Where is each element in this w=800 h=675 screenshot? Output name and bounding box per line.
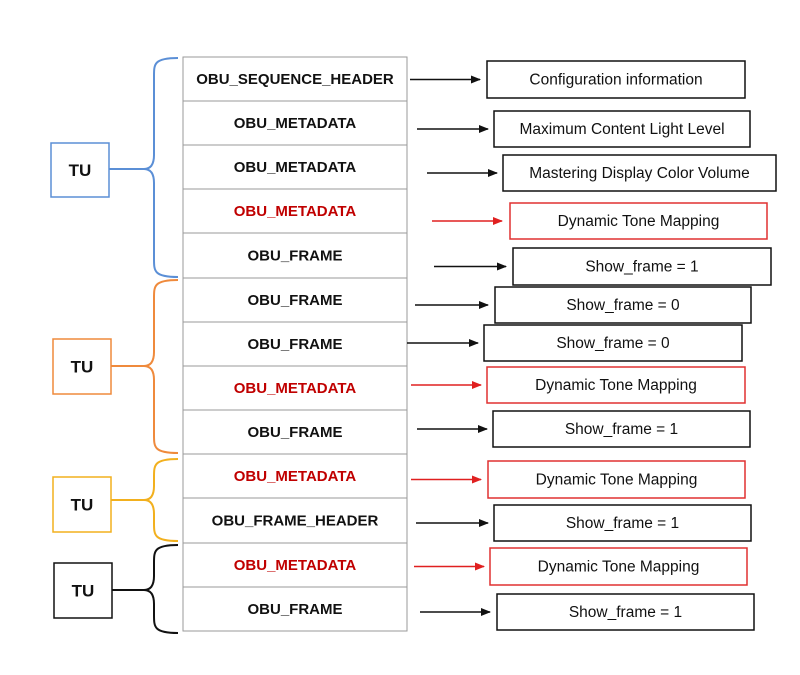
info-box — [486, 60, 746, 99]
tu-label-2: TU — [71, 358, 94, 377]
info-box — [512, 247, 772, 286]
info-box — [487, 460, 746, 499]
tu-bracket-3 — [143, 458, 179, 542]
info-box-label: Configuration information — [529, 72, 702, 89]
obu-row-label: OBU_FRAME — [247, 336, 342, 353]
info-box-label: Maximum Content Light Level — [519, 121, 724, 138]
info-box-label: Show_frame = 0 — [556, 335, 670, 352]
info-box-label: Show_frame = 1 — [569, 604, 682, 621]
info-box-label: Dynamic Tone Mapping — [558, 213, 720, 230]
info-box — [509, 202, 768, 240]
obu-row-label: OBU_METADATA — [234, 380, 357, 397]
obu-row-label: OBU_METADATA — [234, 468, 357, 485]
obu-stack: OBU_SEQUENCE_HEADER OBU_METADATA OBU_METAD… — [182, 56, 408, 632]
info-box-label: Dynamic Tone Mapping — [535, 377, 697, 394]
obu-stack-frame — [182, 56, 408, 632]
tu-bracket-4 — [143, 544, 179, 634]
info-box — [493, 504, 752, 542]
tu-bracket-1 — [143, 57, 179, 278]
obu-row-label: OBU_FRAME — [247, 424, 342, 441]
info-box — [494, 286, 752, 324]
info-box — [486, 366, 746, 404]
tu-label-3: TU — [71, 496, 94, 515]
info-box-label: Dynamic Tone Mapping — [538, 559, 700, 576]
obu-row-label: OBU_FRAME — [247, 601, 342, 618]
tu-label-4: TU — [72, 582, 95, 601]
info-box-label: Show_frame = 1 — [585, 259, 698, 276]
info-box — [483, 324, 743, 362]
info-box — [496, 593, 755, 631]
obu-row-label: OBU_METADATA — [234, 557, 357, 574]
obu-row-label: OBU_FRAME — [247, 248, 342, 265]
arrows — [407, 75, 507, 616]
tu-bracket-2 — [143, 279, 179, 454]
obu-row-label: OBU_FRAME_HEADER — [212, 513, 379, 530]
info-box — [492, 410, 751, 448]
tu-box-2 — [52, 338, 112, 395]
info-box-label: Show_frame = 0 — [566, 297, 680, 314]
info-box — [493, 110, 751, 148]
info-box-label: Mastering Display Color Volume — [529, 165, 750, 182]
info-box — [502, 154, 777, 192]
info-box-label: Dynamic Tone Mapping — [536, 472, 698, 489]
obu-row-label: OBU_METADATA — [234, 159, 357, 176]
obu-row-label: OBU_METADATA — [234, 115, 357, 132]
tu-brackets — [109, 57, 179, 634]
tu-label-1: TU — [69, 161, 92, 180]
obu-row-label: OBU_FRAME — [247, 292, 342, 309]
tu-box-1 — [50, 142, 110, 198]
tu-label-boxes: TU TU TU TU — [50, 142, 113, 619]
tu-box-3 — [52, 476, 112, 533]
obu-row-label: OBU_SEQUENCE_HEADER — [196, 71, 394, 88]
info-box-label: Show_frame = 1 — [565, 421, 678, 438]
info-box — [489, 547, 748, 586]
tu-box-4 — [53, 562, 113, 619]
obu-row-label: OBU_METADATA — [234, 203, 357, 220]
info-box-label: Show_frame = 1 — [566, 515, 679, 532]
